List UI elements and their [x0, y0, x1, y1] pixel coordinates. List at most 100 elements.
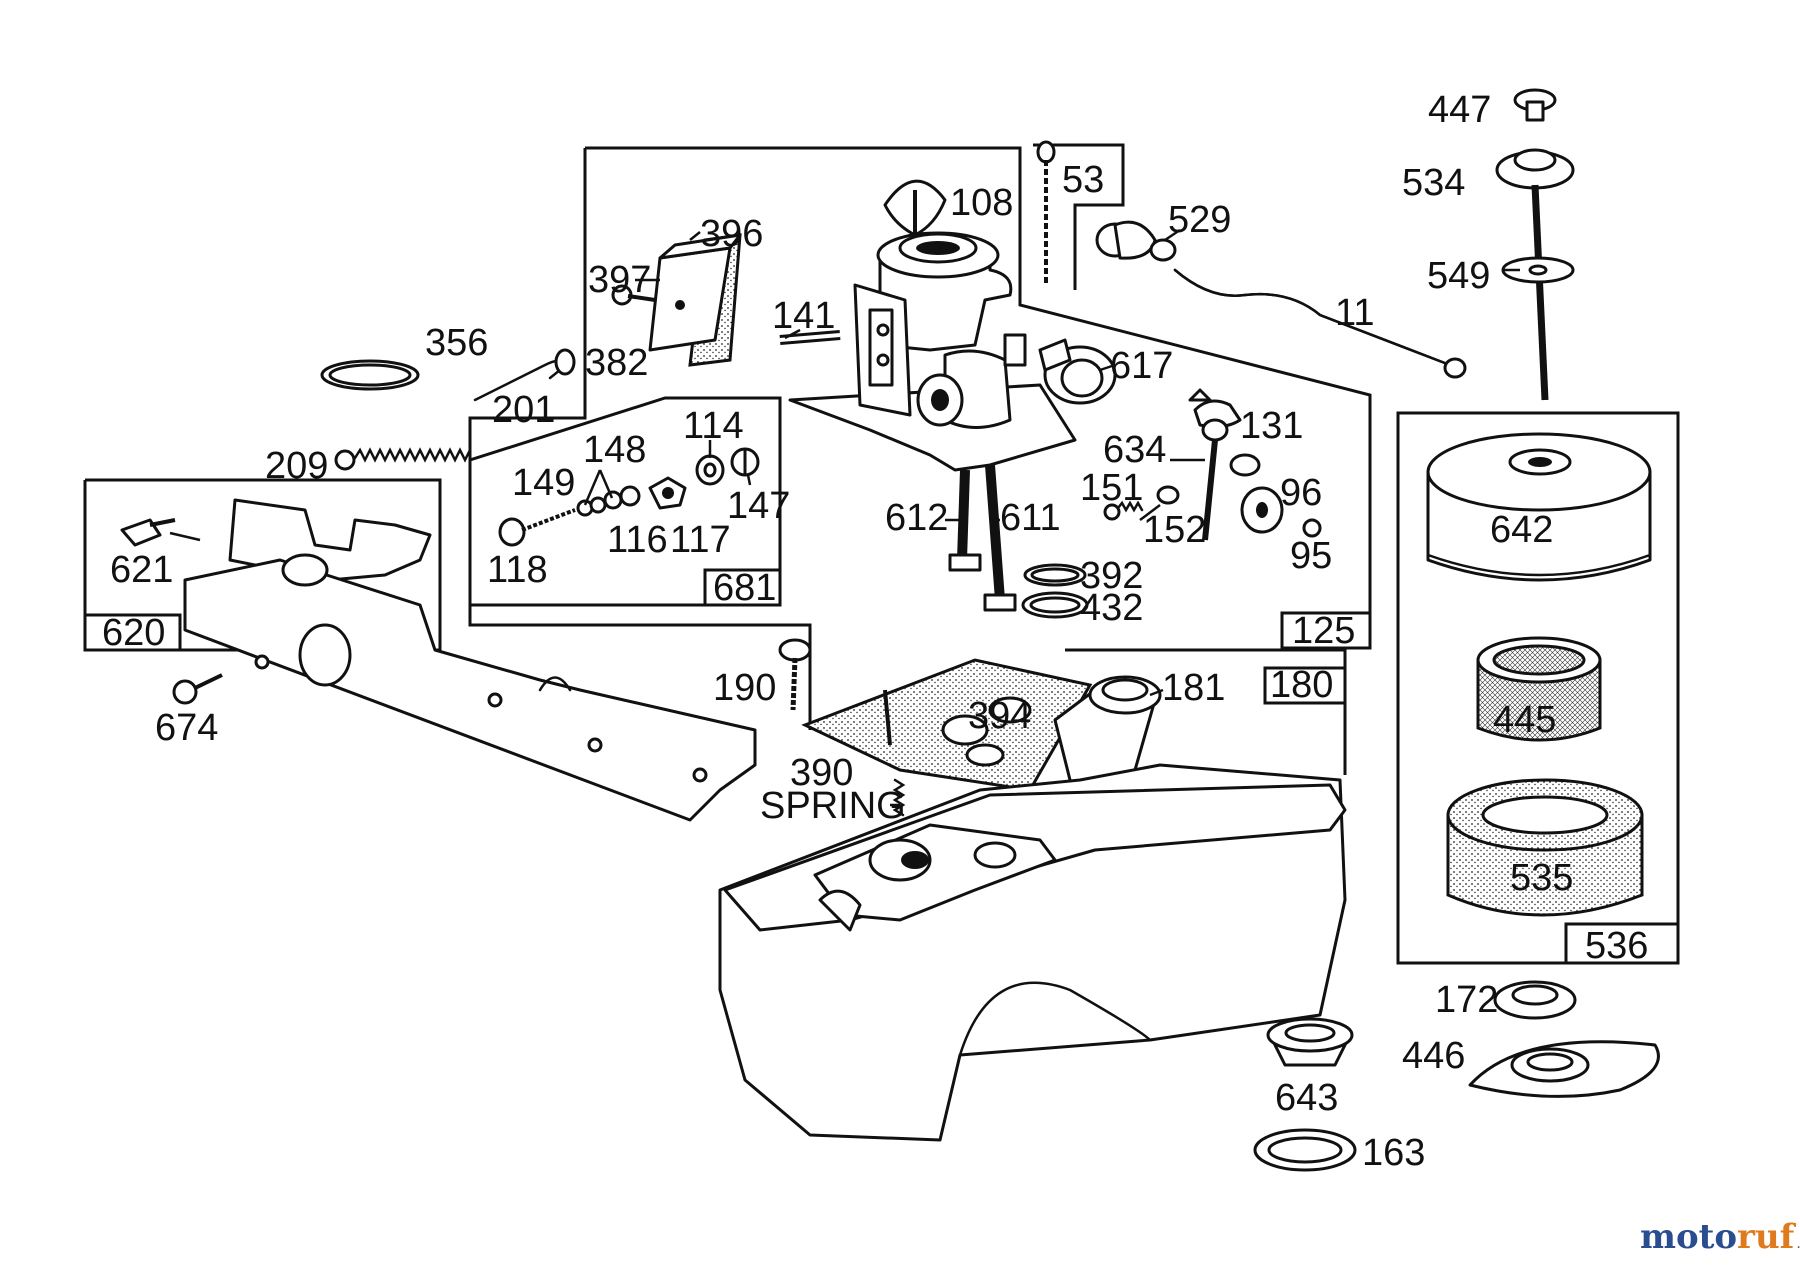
label-95: 95 — [1290, 535, 1332, 577]
label-382: 382 — [585, 342, 648, 384]
part-118-needle — [498, 508, 576, 547]
label-396: 396 — [700, 213, 763, 255]
label-674: 674 — [155, 707, 218, 749]
part-201-link — [473, 348, 576, 402]
label-447: 447 — [1428, 89, 1491, 131]
label-394: 394 — [968, 695, 1031, 737]
label-125: 125 — [1292, 610, 1355, 652]
part-114-washer — [695, 454, 725, 486]
label-445: 445 — [1493, 699, 1556, 741]
label-152: 152 — [1143, 509, 1206, 551]
part-96-disc — [1240, 486, 1284, 534]
choke-frame — [1033, 143, 1125, 290]
part-620-control-bracket — [183, 498, 757, 822]
part-117-nut — [648, 476, 687, 510]
label-432: 432 — [1080, 587, 1143, 629]
label-549: 549 — [1427, 255, 1490, 297]
part-11-fuel-line — [1173, 268, 1467, 379]
part-390-spring — [892, 778, 906, 817]
part-643-grommet — [1266, 1017, 1354, 1067]
label-535: 535 — [1510, 857, 1573, 899]
label-201: 201 — [492, 389, 555, 431]
part-356-gasket-ring — [320, 359, 420, 391]
label-390: 390 — [790, 752, 853, 794]
label-151: 151 — [1080, 467, 1143, 509]
part-529-elbow — [1095, 220, 1177, 262]
part-534-knob — [1495, 148, 1575, 401]
label-149: 149 — [512, 462, 575, 504]
label-117: 117 — [670, 519, 731, 561]
label-96: 96 — [1280, 472, 1322, 514]
label-620: 620 — [102, 612, 165, 654]
part-674-screw — [172, 673, 223, 705]
part-445-filter-element — [1476, 636, 1602, 742]
part-172-seal — [1493, 980, 1577, 1020]
part-382-screw — [611, 284, 656, 306]
label-611: 611 — [1000, 497, 1061, 539]
part-535-pre-cleaner — [1446, 778, 1644, 917]
part-447-screw — [1513, 88, 1557, 122]
part-141-pin — [779, 330, 841, 345]
jet-kit-frame — [468, 396, 782, 607]
label-397: 397 — [588, 259, 651, 301]
label-209: 209 — [265, 445, 328, 487]
label-116: 116 — [607, 519, 668, 561]
label-181: 181 — [1162, 667, 1225, 709]
motoruf-logo: motoruf.de — [1640, 1217, 1800, 1257]
part-108-throttle-shaft — [883, 179, 947, 240]
label-spring: SPRING — [760, 785, 906, 827]
label-612: 612 — [885, 497, 948, 539]
label-11: 11 — [1335, 292, 1374, 334]
part-116-oring — [603, 485, 641, 510]
label-617: 617 — [1110, 345, 1173, 387]
part-397-choke-block — [648, 233, 742, 352]
carburetor-body — [788, 231, 1077, 612]
part-432-ring — [1021, 591, 1089, 619]
label-147: 147 — [727, 485, 790, 527]
part-394-gasket — [801, 658, 1093, 792]
label-536: 536 — [1585, 925, 1648, 967]
label-172: 172 — [1435, 979, 1498, 1021]
part-621-clip — [120, 518, 176, 547]
part-147-screw — [730, 447, 760, 477]
label-529: 529 — [1168, 199, 1231, 241]
part-446-baffle — [1468, 1040, 1660, 1098]
label-131: 131 — [1240, 405, 1303, 447]
label-681: 681 — [713, 567, 776, 609]
label-114: 114 — [683, 405, 744, 447]
label-642: 642 — [1490, 509, 1553, 551]
part-392-ring — [1023, 563, 1087, 587]
label-148: 148 — [583, 429, 646, 471]
label-53: 53 — [1062, 159, 1104, 201]
part-152-plunger — [1156, 485, 1180, 505]
label-621: 621 — [110, 549, 173, 591]
part-180-fuel-tank — [718, 763, 1347, 1142]
label-108: 108 — [950, 182, 1013, 224]
label-190: 190 — [713, 667, 776, 709]
label-118: 118 — [487, 549, 548, 591]
part-209-spring — [334, 447, 472, 471]
label-534: 534 — [1402, 162, 1465, 204]
tank-frame — [1065, 648, 1347, 775]
label-634: 634 — [1103, 429, 1166, 471]
svg-text:motoruf.de: motoruf.de — [1640, 1217, 1800, 1257]
part-151-spring — [1103, 500, 1144, 521]
part-149-washers — [576, 496, 607, 517]
label-392: 392 — [1080, 555, 1143, 597]
leader-lines — [169, 228, 1520, 807]
part-190-screw — [778, 638, 812, 711]
label-141: 141 — [772, 295, 835, 337]
part-labels: 447 534 549 53 108 396 397 529 11 141 35… — [102, 89, 1648, 1174]
part-642-filter-cover — [1426, 432, 1652, 582]
label-643: 643 — [1275, 1077, 1338, 1119]
part-634-valve-stem — [1201, 418, 1261, 541]
label-446: 446 — [1402, 1035, 1465, 1077]
part-617-intake-ring — [1038, 338, 1117, 405]
label-180: 180 — [1270, 664, 1333, 706]
air-filter-frame — [1396, 411, 1680, 965]
part-163-gasket — [1253, 1128, 1357, 1172]
label-163: 163 — [1362, 1132, 1425, 1174]
label-356: 356 — [425, 322, 488, 364]
part-549-washer — [1501, 256, 1575, 284]
